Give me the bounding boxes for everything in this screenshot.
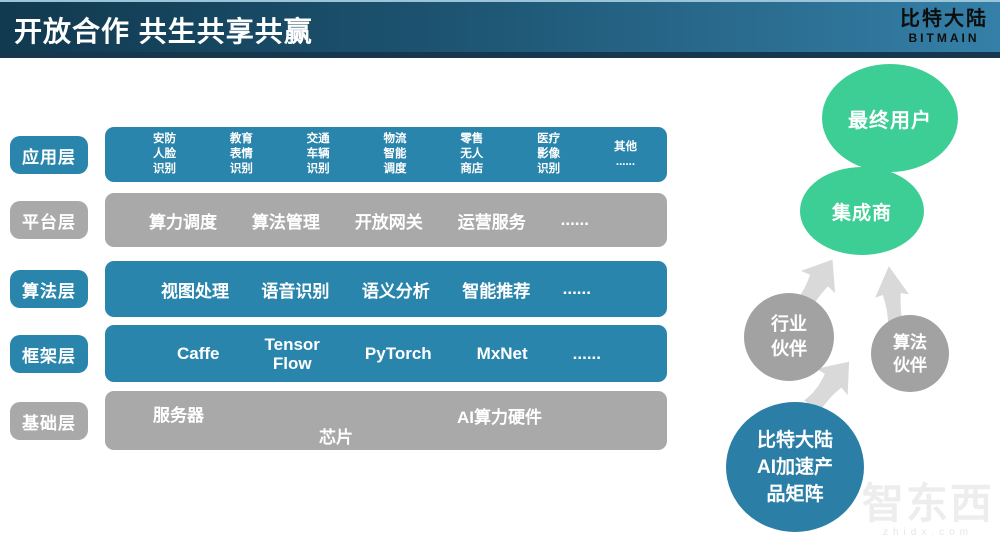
app-item-line: 表情 — [229, 148, 253, 160]
algo-partner-circle: 算法 伙伴 — [871, 315, 949, 392]
app-item-line: 无人 — [460, 148, 484, 160]
base-item-ai-hardware: AI算力硬件 — [457, 408, 542, 427]
slide-title: 开放合作 共生共享共赢 — [14, 16, 313, 47]
platform-item: 算法管理 — [251, 212, 320, 232]
app-item-retail: 零售 无人 商店 — [460, 132, 483, 177]
integrator-circle: 集成商 — [800, 167, 924, 255]
app-item-line: 人脸 — [153, 148, 176, 160]
product-matrix-line: 品矩阵 — [766, 483, 824, 505]
integrator-label: 集成商 — [831, 202, 892, 224]
product-matrix-line: AI加速产 — [756, 456, 833, 478]
app-item-security: 安防 人脸 识别 — [153, 132, 176, 177]
industry-partner-line: 伙伴 — [771, 339, 807, 359]
app-item-line: 智能 — [383, 148, 407, 160]
app-item-line: 识别 — [229, 163, 253, 175]
app-item-logistics: 物流 智能 调度 — [383, 132, 406, 177]
app-item-others: 其他 ...... — [614, 140, 637, 170]
logo-chinese-text: 比特大陆 — [900, 8, 988, 30]
watermark-domain-text: zhidx.com — [882, 527, 973, 538]
base-layer-bar: 服务器 AI算力硬件 芯片 — [105, 391, 667, 450]
framework-item-line: MxNet — [476, 344, 528, 363]
framework-layer-bar: Caffe Tensor Flow PyTorch MxNet ...... — [105, 325, 667, 382]
app-item-line: 安防 — [153, 133, 176, 145]
algorithm-layer-bar: 视图处理 语音识别 语义分析 智能推荐 ...... — [105, 261, 667, 317]
header-bar: 开放合作 共生共享共赢 比特大陆 BITMAIN — [0, 0, 1000, 52]
industry-partner-line: 行业 — [771, 314, 807, 334]
base-item-chip: 芯片 — [319, 428, 353, 447]
application-layer-bar: 安防 人脸 识别 教育 表情 识别 交通 车辆 识别 物流 智能 调度 零售 无… — [105, 127, 667, 182]
header-bottom-strip — [0, 52, 1000, 58]
framework-item-pytorch: PyTorch — [365, 344, 432, 363]
framework-item-line: ...... — [572, 344, 601, 363]
algorithm-item: 视图处理 — [161, 281, 229, 301]
layer-pill-base: 基础层 — [10, 402, 88, 440]
algo-partner-line: 伙伴 — [893, 355, 927, 375]
algorithm-item: 智能推荐 — [462, 281, 531, 301]
platform-item: 开放网关 — [354, 212, 423, 232]
up-arrow-icon — [804, 361, 850, 413]
framework-item-line: Flow — [272, 353, 312, 373]
app-item-traffic: 交通 车辆 识别 — [307, 132, 330, 177]
platform-item: 运营服务 — [457, 212, 526, 232]
platform-layer-bar: 算力调度 算法管理 开放网关 运营服务 ...... — [105, 193, 667, 247]
watermark-logo-text: 智东西 — [861, 480, 994, 527]
framework-item-line: Tensor — [264, 334, 320, 354]
app-item-line: 零售 — [460, 133, 484, 145]
app-item-line: 识别 — [153, 163, 176, 175]
industry-partner-circle: 行业 伙伴 — [744, 293, 834, 381]
algorithm-item-ellipsis: ...... — [562, 279, 591, 298]
framework-item-mxnet: MxNet — [477, 344, 528, 363]
bitmain-logo: 比特大陆 BITMAIN — [900, 7, 988, 45]
framework-item-line: PyTorch — [364, 344, 432, 363]
framework-item-tensorflow: Tensor Flow — [265, 335, 320, 373]
app-item-line: 识别 — [537, 163, 561, 175]
layer-pill-platform: 平台层 — [10, 201, 88, 239]
arrow-matrix-to-partners-icon — [793, 342, 871, 422]
app-item-line: 交通 — [306, 133, 330, 145]
app-item-medical: 医疗 影像 识别 — [537, 132, 560, 177]
end-user-label: 最终用户 — [848, 109, 932, 132]
app-item-line: 影像 — [537, 148, 561, 160]
algorithm-item: 语音识别 — [261, 281, 330, 301]
app-item-line: ...... — [615, 155, 636, 168]
platform-item: 算力调度 — [149, 212, 217, 232]
app-item-line: 医疗 — [537, 133, 561, 145]
app-item-line: 其他 — [613, 140, 637, 153]
app-item-line: 识别 — [306, 163, 330, 175]
framework-item-ellipsis: ...... — [573, 344, 601, 363]
app-item-line: 教育 — [229, 133, 253, 145]
algorithm-item: 语义分析 — [361, 281, 430, 301]
app-item-education: 教育 表情 识别 — [230, 132, 253, 177]
app-item-line: 商店 — [460, 163, 484, 175]
bitmain-product-matrix-circle: 比特大陆 AI加速产 品矩阵 — [726, 402, 864, 532]
app-item-line: 车辆 — [306, 148, 330, 160]
layer-pill-application: 应用层 — [10, 136, 88, 174]
base-item-server: 服务器 — [153, 406, 204, 425]
end-user-circle: 最终用户 — [822, 64, 958, 172]
app-item-line: 调度 — [383, 163, 407, 175]
product-matrix-line: 比特大陆 — [756, 429, 833, 451]
layer-pill-algorithm: 算法层 — [10, 270, 88, 308]
zhidx-watermark: 智东西 zhidx.com — [858, 480, 998, 539]
framework-item-line: Caffe — [177, 344, 220, 363]
algo-partner-line: 算法 — [893, 332, 927, 352]
framework-item-caffe: Caffe — [177, 344, 220, 363]
app-item-line: 物流 — [383, 133, 407, 145]
logo-english-text: BITMAIN — [908, 31, 980, 45]
platform-item-ellipsis: ...... — [560, 210, 589, 229]
layer-pill-framework: 框架层 — [10, 335, 88, 373]
